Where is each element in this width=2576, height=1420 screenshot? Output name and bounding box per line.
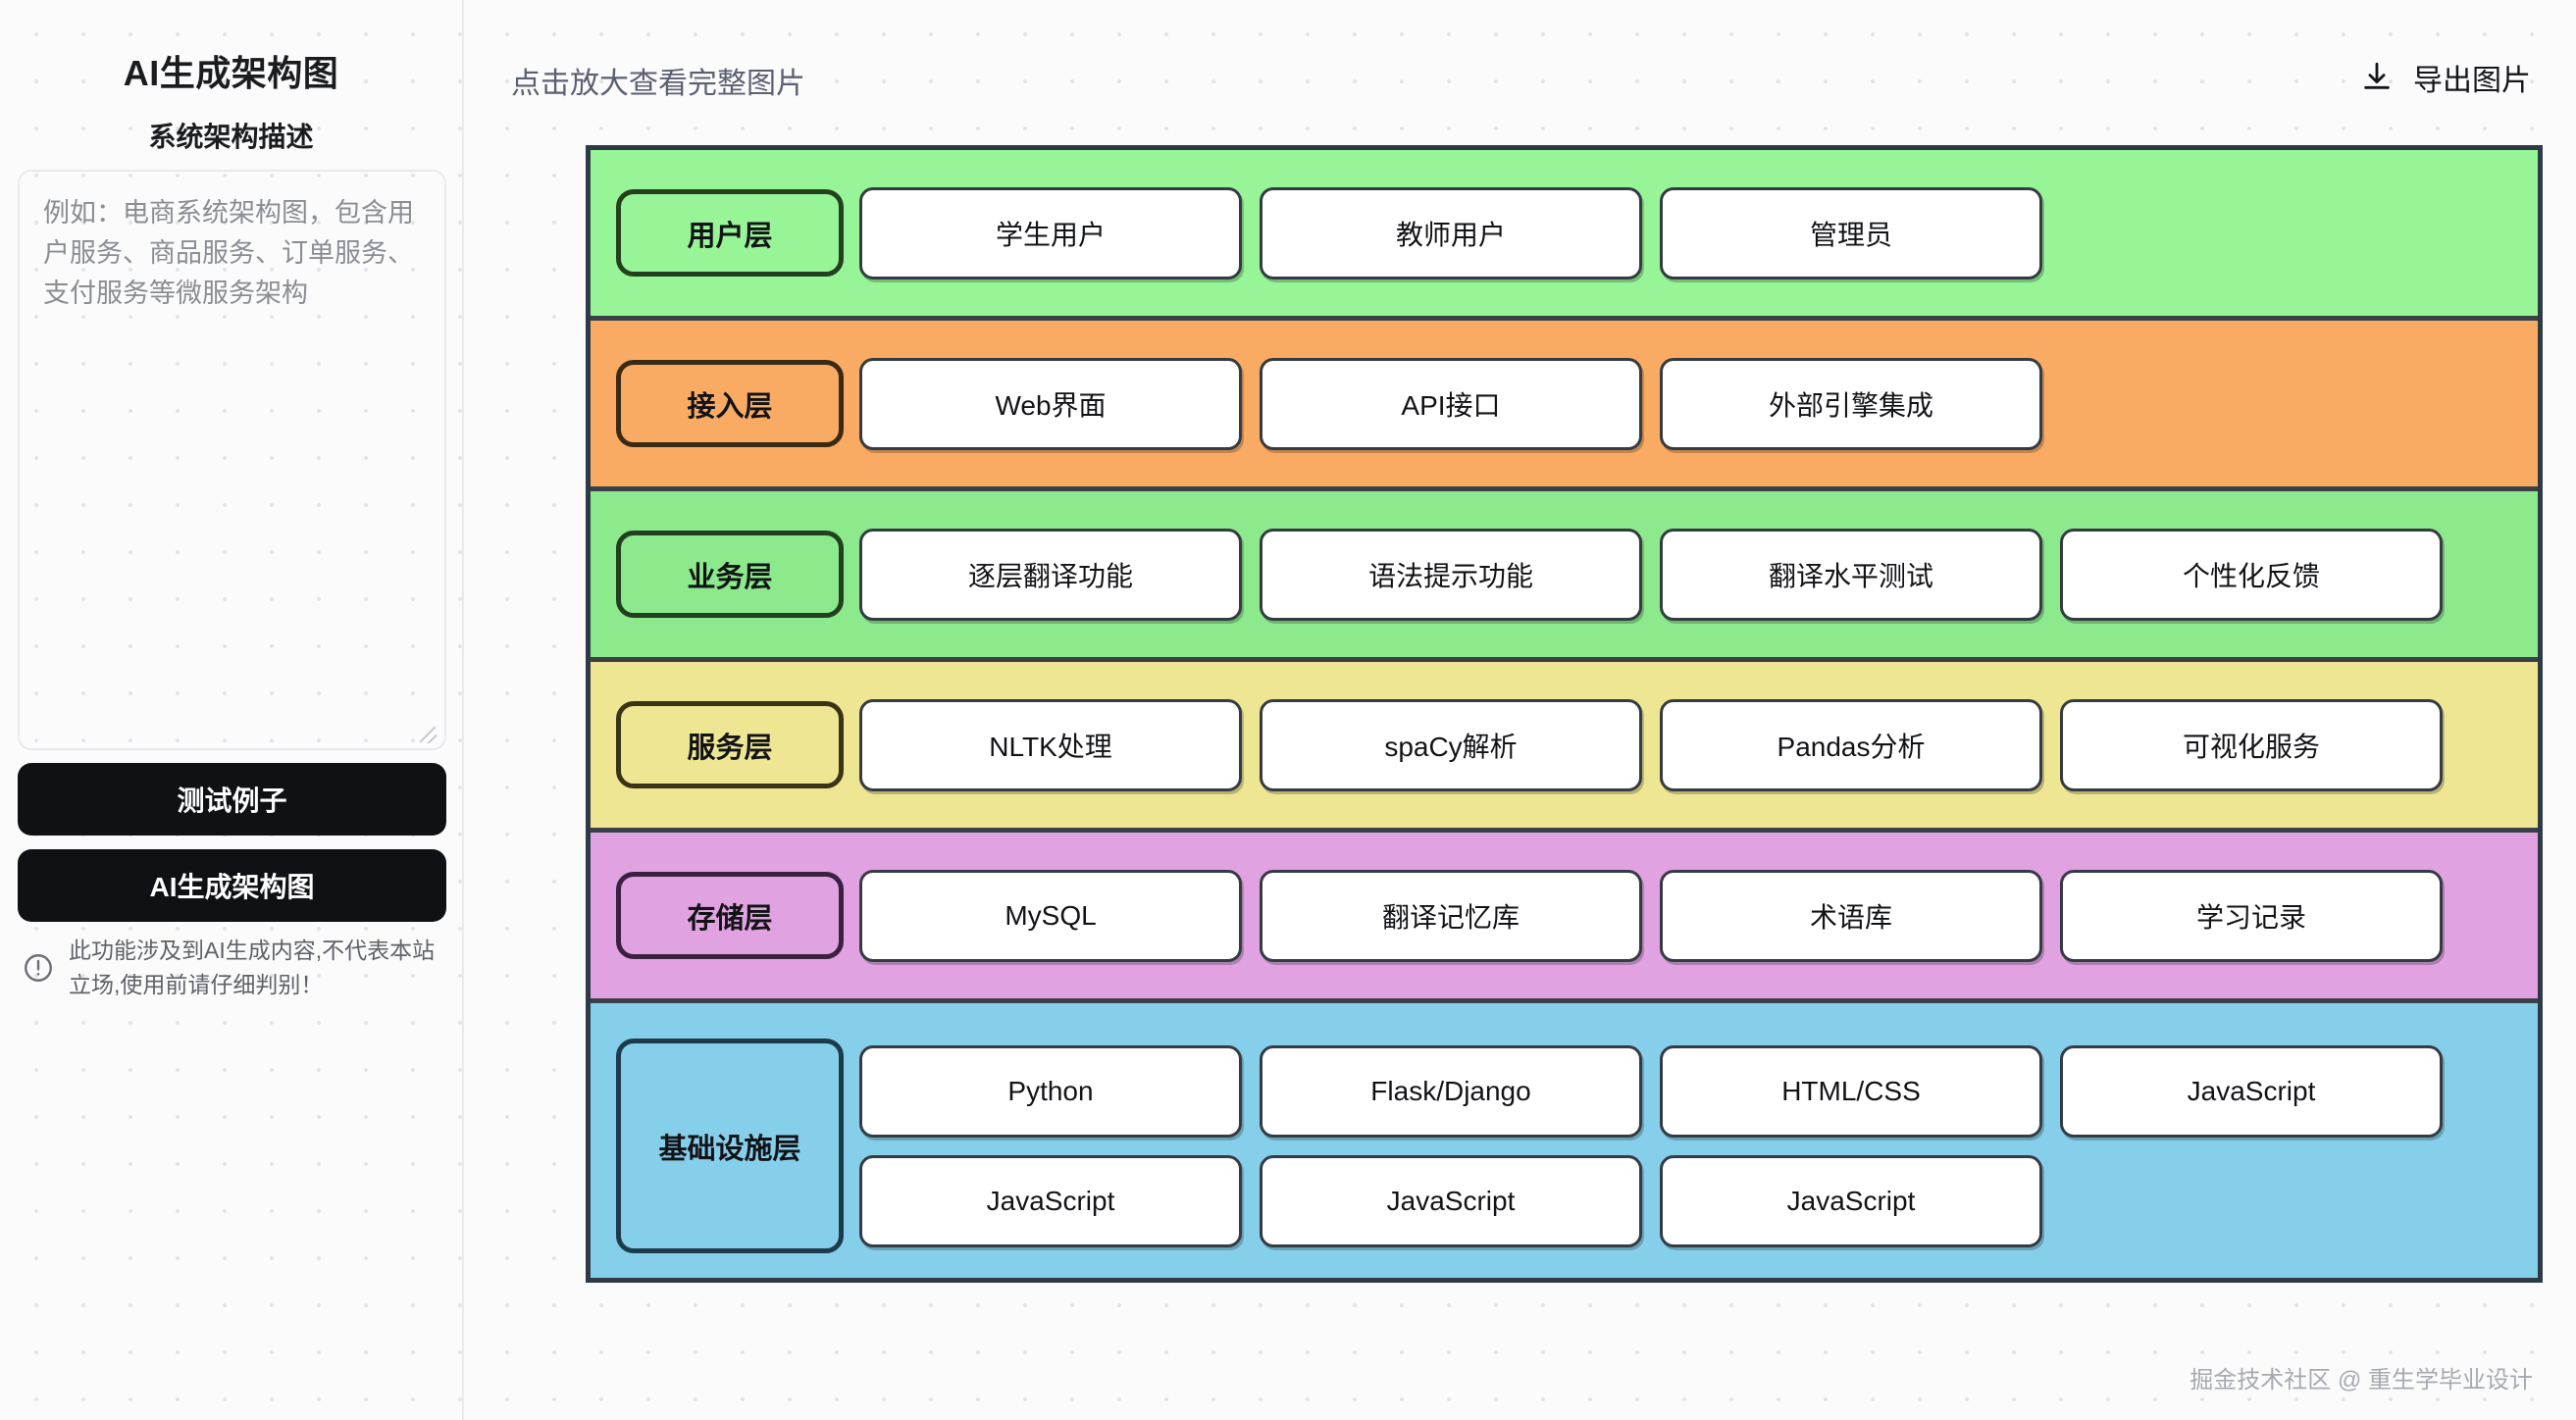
layer-label: 接入层	[616, 360, 844, 447]
diagram-node: 术语库	[1660, 869, 2042, 962]
diagram-node: 语法提示功能	[1260, 528, 1642, 621]
diagram-node: Pandas分析	[1660, 698, 2042, 791]
prompt-placeholder-text: 例如：电商系统架构图，包含用户服务、商品服务、订单服务、支付服务等微服务架构	[43, 198, 414, 309]
zoom-hint-text: 点击放大查看完整图片	[511, 68, 805, 100]
sidebar: AI生成架构图 系统架构描述 例如：电商系统架构图，包含用户服务、商品服务、订单…	[0, 0, 464, 1420]
exclamation-circle-icon	[22, 951, 55, 989]
export-image-button[interactable]: 导出图片	[2360, 56, 2531, 99]
diagram-node: JavaScript	[859, 1154, 1242, 1247]
diagram-layer: 用户层学生用户教师用户管理员	[591, 150, 2538, 321]
diagram-node: 教师用户	[1260, 186, 1642, 279]
watermark-text: 掘金技术社区 @ 重生学毕业设计	[2190, 1367, 2533, 1394]
layer-label: 业务层	[616, 531, 844, 618]
diagram-node: 可视化服务	[2060, 698, 2443, 791]
watermark: 掘金技术社区 @ 重生学毕业设计	[2190, 1360, 2533, 1395]
page-subtitle: 系统架构描述	[148, 122, 314, 152]
layer-label: 存储层	[616, 872, 844, 959]
diagram-node: JavaScript	[1660, 1154, 2042, 1247]
ai-generate-diagram-button[interactable]: AI生成架构图	[18, 849, 446, 922]
layer-label: 用户层	[616, 189, 844, 277]
diagram-node: NLTK处理	[859, 698, 1242, 791]
diagram-node: 外部引擎集成	[1660, 357, 2042, 450]
layer-label: 服务层	[616, 701, 844, 788]
test-example-button[interactable]: 测试例子	[18, 763, 446, 836]
diagram-node: 个性化反馈	[2060, 528, 2443, 621]
diagram-node: HTML/CSS	[1660, 1044, 2042, 1138]
textarea-resize-handle[interactable]	[414, 718, 439, 743]
export-image-label: 导出图片	[2413, 65, 2531, 97]
ai-disclaimer-notice: 此功能涉及到AI生成内容,不代表本站立场,使用前请仔细判别！	[22, 934, 445, 1001]
page-title: AI生成架构图	[123, 53, 339, 93]
diagram-node: 翻译水平测试	[1660, 528, 2042, 621]
diagram-node: 管理员	[1660, 186, 2042, 279]
layer-node-list: 逐层翻译功能语法提示功能翻译水平测试个性化反馈	[859, 528, 2512, 621]
diagram-node: Web界面	[859, 357, 1242, 450]
diagram-node: JavaScript	[1260, 1154, 1642, 1247]
diagram-node: spaCy解析	[1260, 698, 1642, 791]
diagram-node: Python	[859, 1044, 1242, 1138]
architecture-description-input[interactable]: 例如：电商系统架构图，包含用户服务、商品服务、订单服务、支付服务等微服务架构	[18, 170, 446, 750]
diagram-node: MySQL	[859, 869, 1242, 962]
diagram-node: 翻译记忆库	[1260, 869, 1642, 962]
diagram-node: Flask/Django	[1260, 1044, 1642, 1138]
diagram-layer: 业务层逐层翻译功能语法提示功能翻译水平测试个性化反馈	[591, 491, 2538, 662]
download-icon	[2360, 60, 2394, 96]
diagram-node: 学习记录	[2060, 869, 2443, 962]
diagram-node: API接口	[1260, 357, 1642, 450]
diagram-node: 逐层翻译功能	[859, 528, 1242, 621]
layer-label: 基础设施层	[616, 1039, 844, 1253]
diagram-node: 学生用户	[859, 186, 1242, 279]
layer-node-list: 学生用户教师用户管理员	[859, 186, 2512, 279]
disclaimer-text: 此功能涉及到AI生成内容,不代表本站立场,使用前请仔细判别！	[69, 938, 436, 997]
diagram-node: JavaScript	[2060, 1044, 2443, 1138]
